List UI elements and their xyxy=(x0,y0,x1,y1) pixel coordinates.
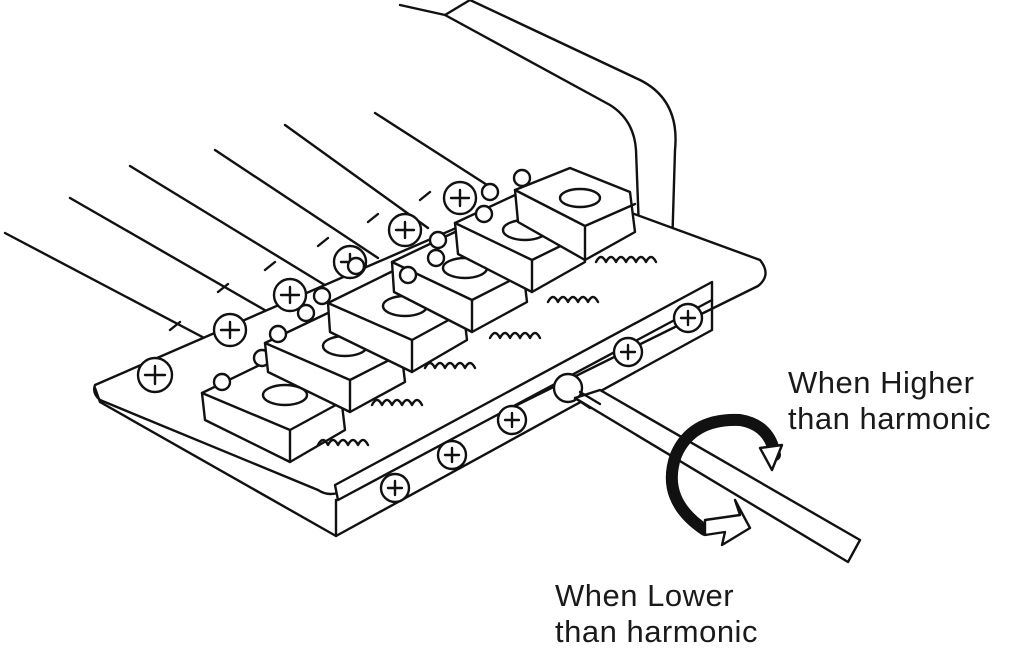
plate-screw xyxy=(212,312,248,348)
plate-screw xyxy=(136,356,174,394)
saddle xyxy=(480,166,637,262)
label-when-lower-line1: When Lower xyxy=(555,578,735,613)
intonation-screw xyxy=(672,302,704,334)
plate-screw xyxy=(272,277,308,313)
label-when-lower-line2: than harmonic xyxy=(555,614,758,649)
label-when-higher-line2: than harmonic xyxy=(788,401,991,436)
plate-screw xyxy=(387,212,423,248)
intonation-screw xyxy=(379,472,411,504)
intonation-screw xyxy=(436,439,468,471)
label-when-higher-line1: When Higher xyxy=(788,365,975,400)
label-when-lower: When Lower than harmonic xyxy=(555,578,758,650)
plate-screw xyxy=(442,180,478,216)
intonation-spring xyxy=(316,255,658,447)
screwdriver xyxy=(573,388,862,564)
rotation-arrow-icon xyxy=(665,413,784,547)
intonation-screw xyxy=(552,372,584,404)
intonation-screw xyxy=(612,336,644,368)
label-when-higher: When Higher than harmonic xyxy=(788,365,991,437)
intonation-screw xyxy=(496,404,528,436)
